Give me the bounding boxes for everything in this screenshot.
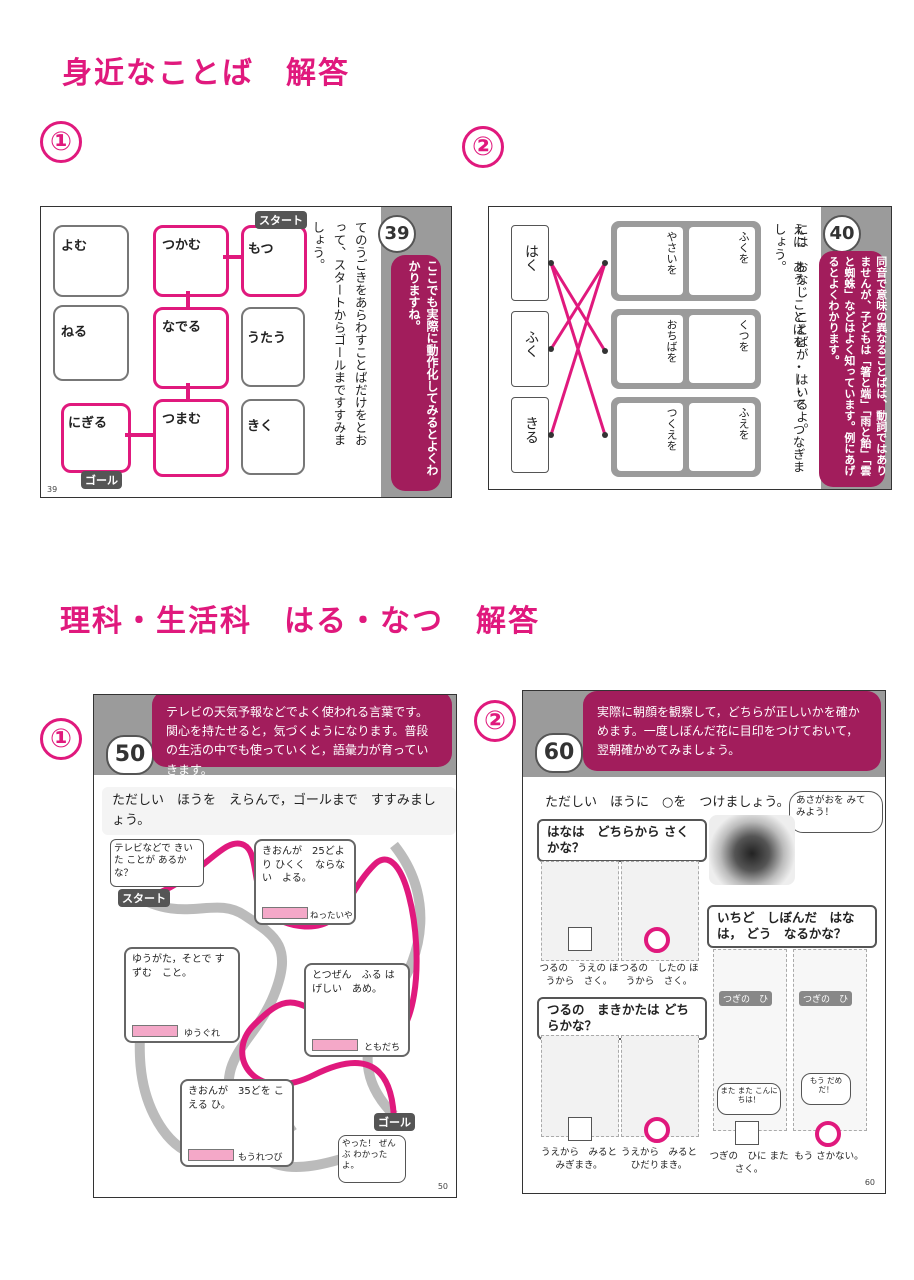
answer-marker-1: ①: [40, 718, 82, 760]
answer-panel-40: 40 同音で意味の異なることばは、動詞ではありませんが、子どもは「箸と端」「雨と…: [488, 206, 892, 490]
instruction-line-1: には おなじ ことばが はいるよ。: [793, 223, 809, 436]
answer-blank: [188, 1149, 234, 1161]
word-box: きる: [511, 397, 549, 473]
answer-panel-50: 50 テレビの天気予報などでよく使われる言葉です。関心を持たせると，気づくように…: [93, 694, 457, 1198]
maze-cell-pinch: つまむ: [153, 399, 229, 477]
answer-marker-2: ②: [474, 700, 516, 742]
plant-illustration: [541, 861, 619, 961]
teacher-note-text: ここでも実際に動作化してみるとよくわかりますね。: [407, 260, 439, 476]
instruction-line-2: えに あう ことばを ・—・で つなぎましょう。: [771, 223, 806, 473]
speech-bubble: また また こんにちは！: [717, 1083, 781, 1115]
section-title-words: 身近なことば 解答: [62, 56, 350, 91]
answer-circle: [644, 1117, 670, 1143]
section-title-science: 理科・生活科 はる・なつ 解答: [60, 604, 540, 639]
teacher-note-text: テレビの天気予報などでよく使われる言葉です。関心を持たせると，気づくようになりま…: [166, 705, 429, 777]
next-day-tag: つぎの ひ: [799, 991, 853, 1006]
answer-blank: [262, 907, 308, 919]
picture-card-row: おちばを くつを: [611, 309, 761, 389]
goal-note-bubble: やった！ ぜんぶ わかったよ。: [338, 1135, 406, 1183]
page-badge: 39: [378, 215, 416, 253]
picture-card-row: やさいを ふくを: [611, 221, 761, 301]
next-day-tag: つぎの ひ: [719, 991, 773, 1006]
picture-card-row: つくえを ふえを: [611, 397, 761, 477]
quiz-box: とつぜん ふる はげしい あめ。 ともだち: [304, 963, 410, 1057]
answer-line: [549, 262, 607, 436]
teacher-note-bubble: 同音で意味の異なることばは、動詞ではありませんが、子どもは「箸と端」「雨と飴」「…: [819, 251, 888, 487]
answer-panel-60: 60 実際に朝顔を観察して，どちらが正しいかを確かめます。一度しぼんだ花に目印を…: [522, 690, 886, 1194]
answer-blank: [132, 1025, 178, 1037]
morning-glory-photo: [709, 815, 795, 885]
answer-box-empty: [568, 1117, 592, 1141]
page-number: 60: [864, 1178, 875, 1187]
answer-circle: [644, 927, 670, 953]
teacher-note-bubble: ここでも実際に動作化してみるとよくわかりますね。: [391, 255, 441, 491]
instruction-text: てのうごきをあらわすことばだけをとおって、スタートからゴールまですすみましょう。: [310, 221, 368, 446]
page-badge: 60: [535, 733, 583, 773]
answer-panel-39: 39 ここでも実際に動作化してみるとよくわかりますね。 てのうごきをあらわすこと…: [40, 206, 452, 498]
teacher-note-text: 実際に朝顔を観察して，どちらが正しいかを確かめます。一度しぼんだ花に目印をつけて…: [597, 705, 860, 758]
goal-tag: ゴール: [374, 1113, 415, 1131]
speech-bubble: あさがおを みて みよう！: [789, 791, 883, 833]
start-note-bubble: テレビなどで きいた ことが あるかな？: [110, 839, 204, 887]
quiz-box: きおんが 25どより ひくく ならない よる。 ねったいや: [254, 839, 356, 925]
instruction-text: ただしい ほうに ○を つけましょう。: [545, 795, 790, 810]
maze-cell-listen: きく: [241, 399, 305, 475]
speech-bubble: もう だめだ！: [801, 1073, 851, 1105]
answer-marker-1: ①: [40, 121, 82, 163]
maze-cell-stroke: なでる: [153, 307, 229, 389]
path-connector: [186, 383, 190, 399]
answer-marker-2: ②: [462, 126, 504, 168]
page-number: 50: [437, 1182, 448, 1191]
question-label: つるの まきかたは どちらかな？: [537, 997, 707, 1040]
maze-cell-sleep: ねる: [53, 305, 129, 381]
maze-cell-sing: うたう: [241, 307, 305, 387]
quiz-box: ゆうがた，そとで すずむ こと。 ゆうぐれ: [124, 947, 240, 1043]
answer-lines: [548, 260, 608, 438]
word-box: ふく: [511, 311, 549, 387]
quiz-box: きおんが 35どを こえる ひ。 もうれつび: [180, 1079, 294, 1167]
instruction-text: ただしい ほうを えらんで，ゴールまで すすみましょう。: [102, 787, 456, 835]
teacher-note-text: 同音で意味の異なることばは、動詞ではありませんが、子どもは「箸と端」「雨と飴」「…: [826, 256, 888, 476]
answer-circle: [815, 1121, 841, 1147]
question-label: いちど しぼんだ はなは， どう なるかな？: [707, 905, 877, 948]
answer-line: [549, 262, 607, 350]
answer-blank: [312, 1039, 358, 1051]
answer-box-empty: [568, 927, 592, 951]
teacher-note-bubble: テレビの天気予報などでよく使われる言葉です。関心を持たせると，気づくようになりま…: [152, 695, 452, 777]
maze-cell-grip: にぎる: [61, 403, 131, 473]
start-tag: スタート: [118, 889, 170, 907]
page-number: 39: [47, 485, 58, 494]
teacher-note-bubble: 実際に朝顔を観察して，どちらが正しいかを確かめます。一度しぼんだ花に目印をつけて…: [583, 691, 881, 771]
path-connector: [223, 255, 241, 259]
answer-box-empty: [735, 1121, 759, 1145]
maze-cell-read: よむ: [53, 225, 129, 297]
goal-tag: ゴール: [81, 471, 122, 489]
start-tag: スタート: [255, 211, 307, 229]
maze-cell-hold: もつ: [241, 225, 307, 297]
question-label: はなは どちらから さくかな？: [537, 819, 707, 862]
path-connector: [186, 291, 190, 307]
maze-cell-grab: つかむ: [153, 225, 229, 297]
path-connector: [125, 433, 153, 437]
